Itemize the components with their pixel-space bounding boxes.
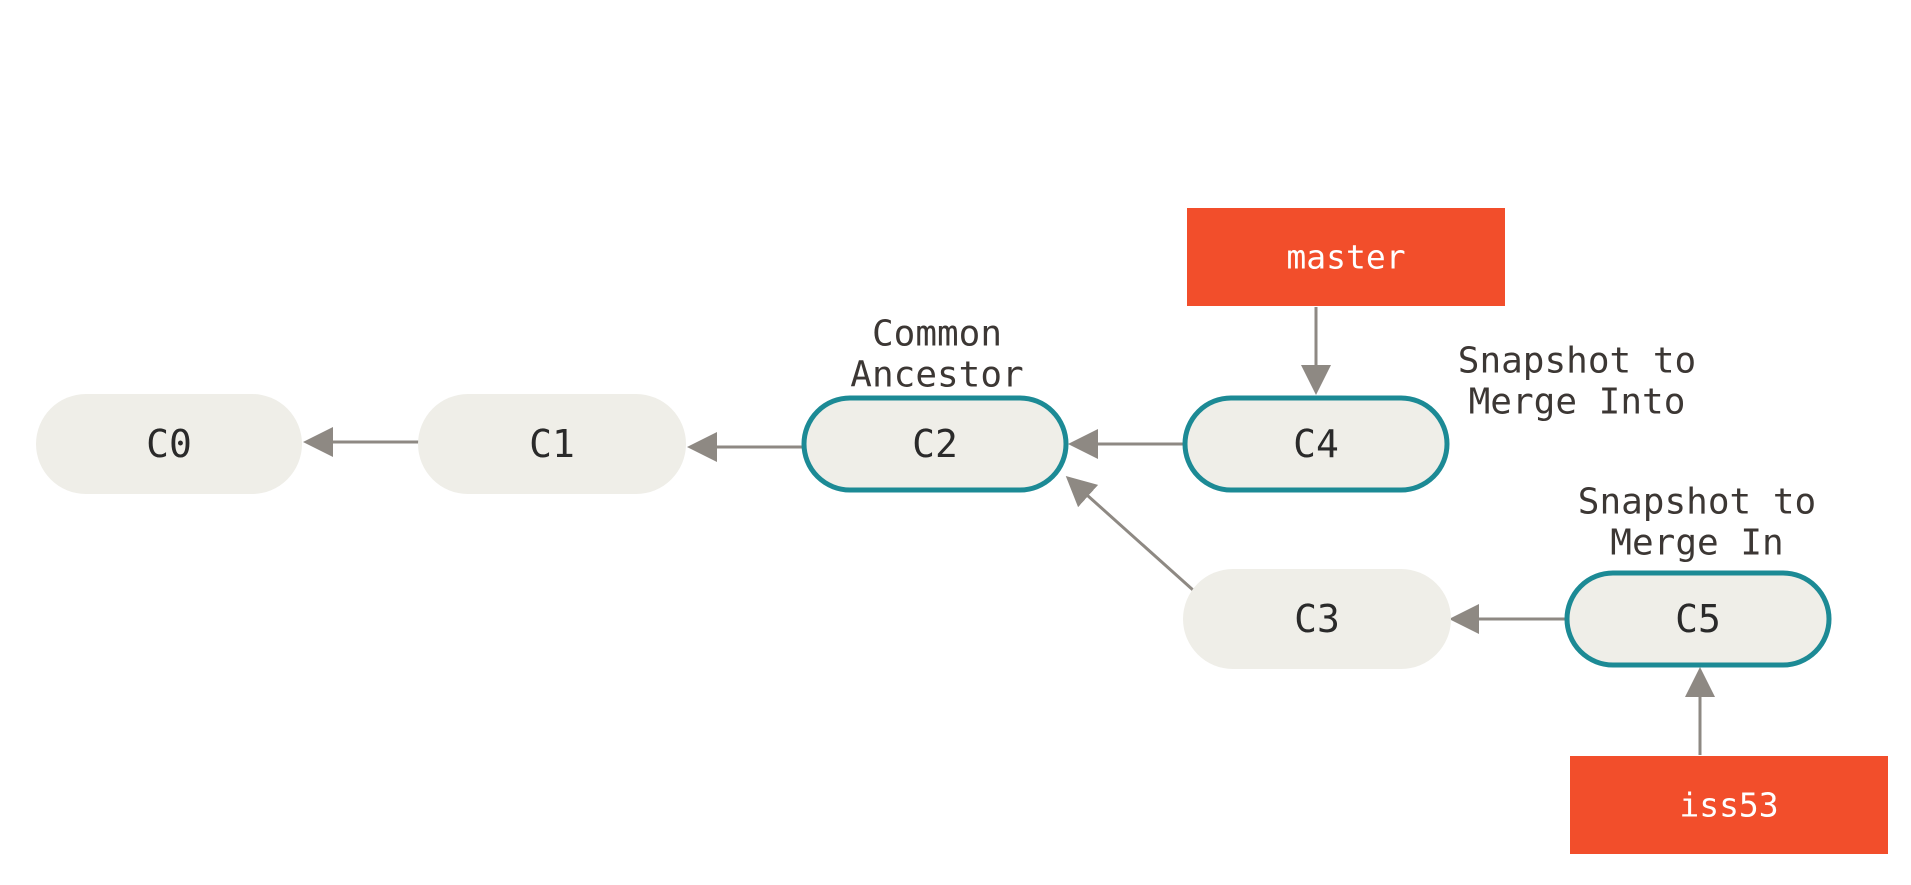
annotation-line: Snapshot to: [1578, 482, 1816, 523]
annotation-merge-into: Snapshot to Merge Into: [1458, 341, 1696, 423]
annotation-line: Snapshot to: [1458, 341, 1696, 382]
commit-c0: C0: [36, 394, 302, 494]
annotation-merge-in: Snapshot to Merge In: [1578, 482, 1816, 564]
arrow-c3-to-c2: [1065, 475, 1195, 592]
commit-label: C5: [1675, 597, 1721, 641]
branch-iss53: iss53: [1570, 756, 1888, 854]
commit-label: C0: [146, 422, 192, 466]
commit-label: C3: [1294, 597, 1340, 641]
annotation-line: Merge Into: [1469, 382, 1686, 423]
commit-label: C1: [529, 422, 575, 466]
branch-label-master: master: [1286, 238, 1405, 277]
commit-label: C4: [1293, 422, 1339, 466]
commit-c2: C2: [801, 395, 1069, 493]
branch-master: master: [1187, 208, 1505, 306]
annotation-line: Common: [872, 314, 1002, 355]
annotation-line: Ancestor: [850, 355, 1023, 396]
branch-label-iss53: iss53: [1679, 786, 1778, 825]
commit-c3: C3: [1183, 569, 1451, 669]
annotation-line: Merge In: [1610, 523, 1783, 564]
annotation-common-ancestor: Common Ancestor: [850, 314, 1023, 396]
arrows: [303, 307, 1715, 755]
commit-c4: C4: [1182, 395, 1450, 493]
commit-c1: C1: [418, 394, 686, 494]
commit-label: C2: [912, 422, 958, 466]
commit-c5: C5: [1564, 570, 1832, 668]
